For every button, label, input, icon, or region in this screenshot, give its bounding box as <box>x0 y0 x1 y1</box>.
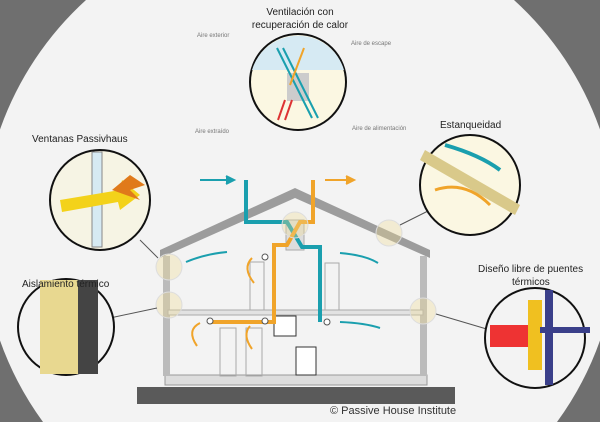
ventilation-title-1: Ventilación con <box>266 7 333 18</box>
detail-highlights <box>155 211 437 325</box>
aire-exterior-label: Aire exterior <box>197 33 229 39</box>
door-lower-2 <box>245 327 263 377</box>
stairs <box>273 315 317 376</box>
puentes-label-1: Diseño libre de puentes <box>478 264 583 275</box>
mid-floor <box>167 309 424 316</box>
vents <box>206 253 331 326</box>
airtightness-detail: Estanqueidad <box>419 120 521 236</box>
aire-escape-label: Aire de escape <box>351 41 392 47</box>
door-upper-right <box>324 262 340 311</box>
floor-slab <box>164 374 428 386</box>
thermal-bridge-detail: Diseño libre de puentes térmicos <box>478 264 590 389</box>
right-wall <box>420 256 427 376</box>
insulation-detail: Aislamiento térmico <box>17 278 115 376</box>
puentes-label-2: térmicos <box>512 277 550 288</box>
leader-lines <box>109 209 491 331</box>
extract-duct <box>210 180 315 324</box>
door-lower <box>219 327 237 377</box>
windows-detail: Ventanas Passivhaus <box>32 134 151 251</box>
left-wall <box>163 256 170 376</box>
house-section: © Passive House Institute <box>109 175 491 417</box>
ventilation-title-2: recuperación de calor <box>252 20 349 31</box>
ventilation-detail: Ventilación con recuperación de calor Ai… <box>195 7 406 135</box>
ground <box>137 387 455 404</box>
teal-arrows <box>185 175 381 329</box>
orange-arrows <box>191 175 357 350</box>
ventanas-label: Ventanas Passivhaus <box>32 134 128 145</box>
door-upper <box>249 261 265 311</box>
copyright: © Passive House Institute <box>330 405 456 417</box>
estanqueidad-label: Estanqueidad <box>440 120 501 131</box>
aislamiento-label: Aislamiento térmico <box>22 279 110 290</box>
aire-alimentacion-label: Aire de alimentación <box>352 126 406 132</box>
aire-extraido-label: Aire extraído <box>195 129 230 135</box>
